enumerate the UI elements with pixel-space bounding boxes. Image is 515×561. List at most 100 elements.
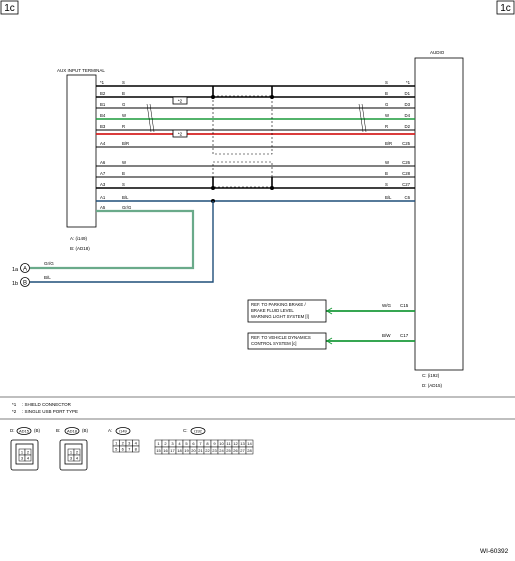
view-c-pins-pin-label: 13 [240,441,245,446]
ext-b-id: B [23,280,27,286]
view-c-pins-pin-label: 16 [163,448,168,453]
view-c-pins-pin-label: 5 [185,441,188,446]
wire-4-left-pin: B4 [100,113,106,118]
view-c-pins-pin-label: 8 [206,441,209,446]
aux-terminal-body [66,74,97,228]
wire-8-right-color: W [385,160,390,165]
wire-b-l-to-ext-b [30,201,214,283]
view-c-pins-pin-label: 18 [177,448,182,453]
ref-parking-brake-pin: C15 [400,303,409,308]
page-ref-left-box [0,0,19,15]
view-c-pins-pin-label: 25 [226,448,231,453]
note-1-text: : SHIELD CONNECTOR [22,402,72,407]
view-c-pins-pin-label: 19 [184,448,189,453]
wire-10-left-color: S [122,182,125,187]
view-c-pins-pin-label: 26 [233,448,238,453]
ref-parking-brake-line2: BRAKE FLUID LEVEL [251,308,294,313]
view-c-pins-pin-label: 17 [170,448,175,453]
view-a-pins-pin-label: 5 [115,446,118,451]
view-c-pins-pin-label: 11 [226,441,231,446]
view-d-code-oval [16,427,32,435]
view-c-pins-pin-label: 7 [199,441,202,446]
view-c-pins-pin-label: 15 [156,448,161,453]
wire-9-left-color: B [122,171,125,176]
ref-vdc-wire: B/W [382,333,391,338]
view-c-pins-pin-label: 20 [191,448,196,453]
view-d-label: D: [10,428,15,433]
wire-4-left-color: W [122,113,127,118]
audio-title: AUDIO [430,50,445,55]
page-ref-right: 1c [500,3,511,14]
view-a-pins-pin-label: 7 [128,446,131,451]
view-a-pins-pin-label: 8 [135,446,138,451]
note-2-text: : SINGLE USB PORT TYPE [22,409,78,414]
view-d-pins-pin-label: 3 [21,455,24,460]
wire-11-right-color: B/L [385,195,392,200]
view-d-pins-pin-label: 1 [21,449,24,454]
view-c-pins-pin-label: 1 [157,441,160,446]
wire-12-left-color: Gr/G [122,205,132,210]
audio-connector-d: D: (AD15) [422,383,443,388]
view-c-pins-pin-label: 2 [164,441,167,446]
wire-11-right-pin: C6 [405,195,411,200]
twisted-pair-mark-right [358,103,367,133]
wire-1-right-color: S [385,80,388,85]
splice-dot-4 [270,186,274,190]
wire-2-right-pin: D1 [405,91,411,96]
view-c-label: C: [183,428,188,433]
wire-1-left-color: S [122,80,125,85]
wire-1-right-pin: *1 [406,80,411,85]
wire-4-right-pin: D4 [405,113,411,118]
view-b-pins-pin-label: 3 [70,455,73,460]
usb-type-marker-1 [172,96,188,105]
wire-5-right-pin: D2 [405,124,411,129]
view-d-pins-cell [24,454,32,462]
view-a-code-oval [115,427,131,435]
view-c-pins-pin-label: 4 [178,441,181,446]
ref-vdc-line2: CONTROL SYSTEM [c] [251,341,296,346]
shield-box-upper [212,95,273,155]
audio-unit-body [414,57,464,371]
usb-type-marker-2-label: *2 [178,132,183,137]
view-a-pins-pin-label: 3 [128,440,131,445]
view-d-suffix: (B) [34,428,41,433]
view-c-code-oval [190,427,206,435]
note-1-mark: *1 [12,402,17,407]
view-b-pins-pin-label: 1 [70,449,73,454]
note-2-mark: *2 [12,409,17,414]
view-b-label: B: [56,428,60,433]
ext-a-id: A [23,266,27,272]
ref-parking-brake-line1: REF. TO PARKING BRAKE / [251,302,306,307]
usb-type-marker-2 [172,129,188,138]
wire-7-left-pin: A4 [100,141,106,146]
ref-parking-brake-line3: WARNING LIGHT SYSTEM [l] [251,314,309,319]
wire-2-right-color: B [385,91,388,96]
view-c-code: i192 [194,429,202,434]
page-ref-right-box [496,0,515,15]
wire-9-right-color: B [385,171,388,176]
twisted-pair-mark-left [146,103,155,133]
ext-a-circle [20,263,30,273]
figure-id: WI-60392 [480,548,509,555]
view-c-pins-pin-label: 6 [192,441,195,446]
wire-5-right-color: R [385,124,388,129]
wire-2-left-pin: B2 [100,91,106,96]
view-b-pins-pin-label: 4 [76,455,79,460]
wire-3-left-color: G [122,102,126,107]
view-d-pins-pin-label: 4 [27,455,30,460]
wire-10-left-pin: A3 [100,182,106,187]
wire-1-left-pin: *1 [100,80,105,85]
view-d-pins-pin-label: 2 [27,449,30,454]
aux-connector-a: A: (i149) [70,236,88,241]
aux-terminal-title: AUX INPUT TERMINAL [57,68,105,73]
view-c-pins-pin-label: 24 [219,448,224,453]
wire-10-right-color: S [385,182,388,187]
wire-9-left-pin: A7 [100,171,106,176]
view-c-pins-cell [245,446,254,455]
wire-5-left-pin: B3 [100,124,106,129]
wire-8-right-pin: C26 [402,160,410,165]
ext-a-wire: Gr/G [44,261,54,266]
